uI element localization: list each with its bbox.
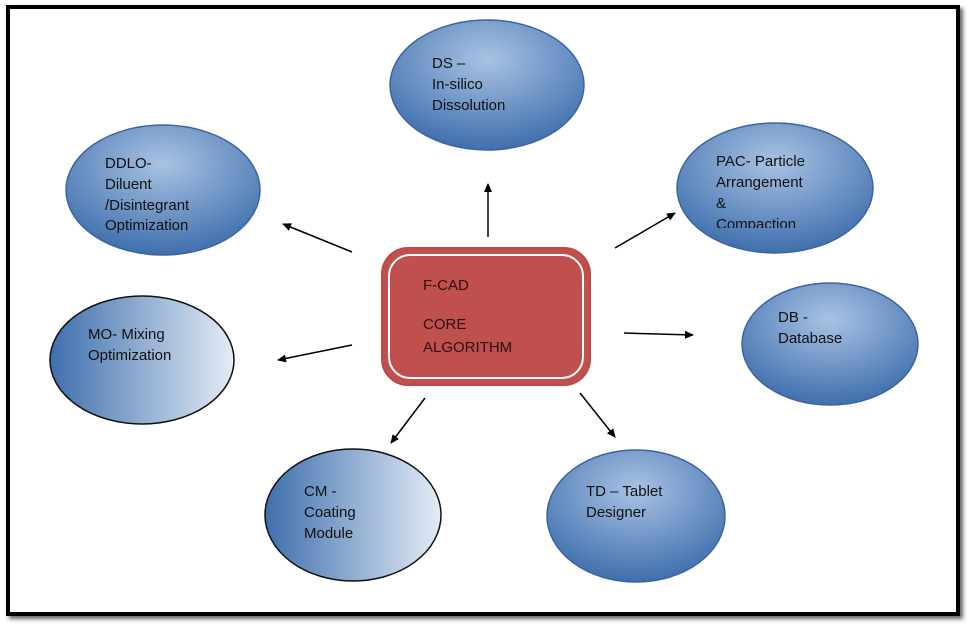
node-label: Compaction xyxy=(716,216,796,233)
node-label: Database xyxy=(778,330,842,347)
node-label: Dissolution xyxy=(432,97,505,114)
core-title: F-CAD xyxy=(423,277,469,294)
node-label: In-silico xyxy=(432,76,483,93)
node-label: Diluent xyxy=(105,176,153,193)
arrow-to-cm xyxy=(390,397,426,444)
node-pac: PAC- Particle Arrangement & Compaction xyxy=(676,122,874,254)
arrow-to-td xyxy=(579,392,616,438)
arrows xyxy=(277,183,694,444)
node-db: DB - Database xyxy=(741,282,919,406)
node-label: & xyxy=(716,195,726,212)
node-label: MO- Mixing xyxy=(88,326,165,343)
node-td: TD – Tablet Designer xyxy=(546,449,726,583)
arrow-to-mo xyxy=(277,344,353,363)
node-label: DB - xyxy=(778,309,808,326)
arrow-to-db xyxy=(623,330,694,339)
node-label: /Disintegrant xyxy=(105,197,190,214)
core-line: ALGORITHM xyxy=(423,339,512,356)
core-algorithm-box: F-CAD CORE ALGORITHM xyxy=(381,247,591,386)
arrow-to-pac xyxy=(614,212,676,249)
node-label: Optimization xyxy=(105,217,188,234)
core-line: CORE xyxy=(423,316,466,333)
node-mo: MO- Mixing Optimization xyxy=(49,295,235,425)
node-label: CM - xyxy=(304,483,337,500)
node-label: TD – Tablet xyxy=(586,483,663,500)
node-label: PAC- Particle xyxy=(716,153,805,170)
node-label: Coating xyxy=(304,504,356,521)
node-label: Optimization xyxy=(88,347,171,364)
node-label: DS – xyxy=(432,55,466,72)
node-label: Arrangement xyxy=(716,174,804,191)
node-ddlo: DDLO- Diluent /Disintegrant Optimization xyxy=(65,124,261,256)
node-label: DDLO- xyxy=(105,155,152,172)
node-label: Designer xyxy=(586,504,646,521)
node-cm: CM - Coating Module xyxy=(264,448,442,582)
arrow-to-ddlo xyxy=(282,223,353,253)
node-label: Module xyxy=(304,525,353,542)
node-ds: DS – In-silico Dissolution xyxy=(389,19,585,151)
